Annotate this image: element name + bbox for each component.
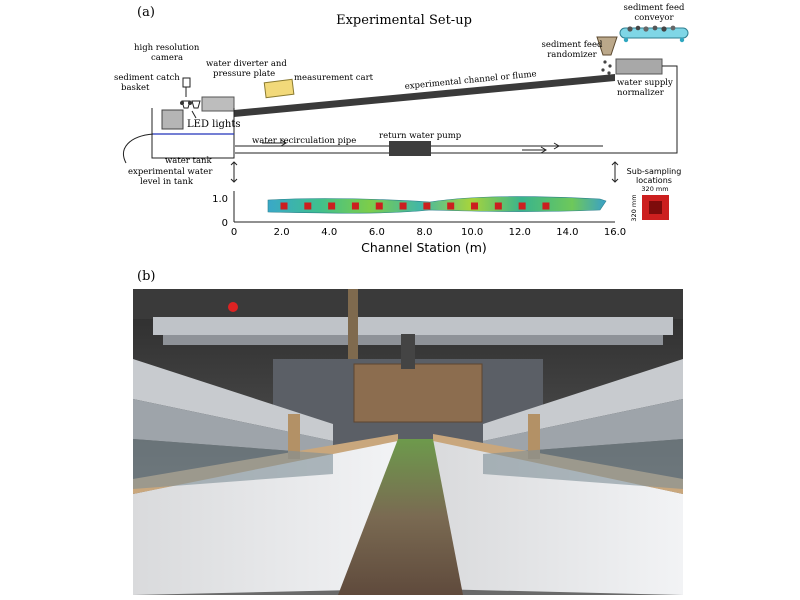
x-tick-label: 14.0 (556, 227, 578, 238)
x-tick-label: 16.0 (604, 227, 626, 238)
return-pump-label: return water pump (379, 131, 462, 141)
diagram-title: Experimental Set-up (336, 13, 472, 28)
sampling-location-marker (447, 203, 454, 210)
x-tick-label: 4.0 (321, 227, 337, 238)
water-diverter-plate (202, 97, 234, 111)
diverter-label-1: water diverter and (206, 59, 287, 69)
flume-photograph (133, 289, 683, 595)
x-tick-label: 8.0 (417, 227, 433, 238)
conveyor-label-2: conveyor (634, 13, 674, 23)
subsampling-width-label: 320 mm (641, 185, 668, 193)
conveyor-label-1: sediment feed (624, 3, 685, 13)
sampling-location-marker (281, 203, 288, 210)
x-tick-label: 12.0 (509, 227, 531, 238)
subsampling-label-1: Sub-sampling (627, 167, 682, 176)
sediment-feed-conveyor (620, 26, 688, 43)
sampling-location-marker (400, 203, 407, 210)
randomizer-label-2: randomizer (547, 50, 597, 60)
x-tick-label: 6.0 (369, 227, 385, 238)
subsampling-height-label: 320 mm (630, 194, 638, 221)
guide-arrow-right (612, 162, 618, 182)
subsampling-label-2: locations (636, 176, 672, 185)
sampling-location-marker (328, 203, 335, 210)
y-tick-label: 1.0 (212, 194, 228, 205)
catch-basket-label-2: basket (121, 83, 150, 93)
measurement-cart-label: measurement cart (294, 73, 374, 83)
supply-arrow (522, 147, 546, 153)
x-tick-label: 0 (231, 227, 237, 238)
sediment-catch-basket (162, 110, 183, 129)
return-water-pump (389, 141, 431, 156)
sampling-location-marker (495, 203, 502, 210)
water-tank-label: water tank (165, 156, 213, 166)
camera-label-1: high resolution (134, 43, 200, 53)
sampling-location-marker (542, 203, 549, 210)
y-ticks: 01.0 (212, 194, 228, 229)
camera-label-2: camera (151, 53, 183, 63)
x-ticks: 0 2.0 4.0 6.0 8.0 10.0 12.0 14.0 16.0 (231, 227, 626, 238)
water-supply-normalizer (616, 59, 662, 74)
sampling-location-marker (352, 203, 359, 210)
bed-map-strip (268, 197, 606, 214)
measurement-cart (264, 79, 294, 97)
normalizer-label-1: water supply (617, 78, 673, 88)
sampling-location-marker (376, 203, 383, 210)
water-level-label-2: level in tank (140, 177, 194, 187)
catch-basket-label-1: sediment catch (114, 73, 180, 83)
panel-a-label: (a) (137, 5, 155, 20)
panel-b-label: (b) (137, 269, 155, 284)
x-axis-label: Channel Station (m) (361, 240, 487, 255)
sampling-location-marker (304, 203, 311, 210)
guide-arrow-left (231, 162, 237, 182)
normalizer-label-2: normalizer (617, 88, 665, 98)
diverter-label-2: pressure plate (213, 69, 275, 79)
sampling-location-marker (423, 203, 430, 210)
led-lights-label: LED lights (187, 119, 241, 130)
water-level-label-1: experimental water (128, 167, 213, 177)
high-resolution-camera (183, 78, 190, 87)
y-tick-label: 0 (222, 218, 228, 229)
sampling-location-marker (519, 203, 526, 210)
x-tick-label: 10.0 (461, 227, 483, 238)
randomizer-label-1: sediment feed (542, 40, 603, 50)
sampling-location-marker (471, 203, 478, 210)
recirculation-pipe-label: water recirculation pipe (252, 136, 356, 146)
x-tick-label: 2.0 (274, 227, 290, 238)
